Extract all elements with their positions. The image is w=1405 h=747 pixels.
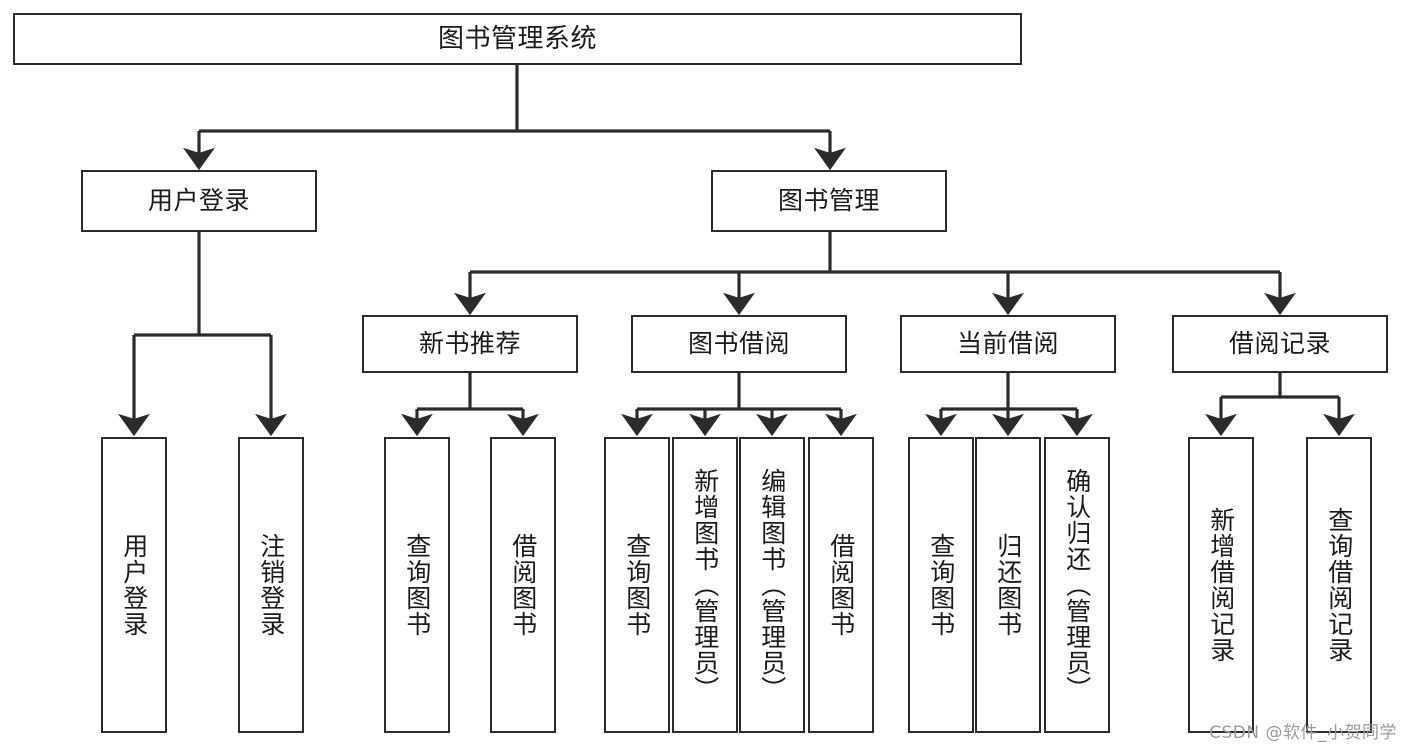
leaf-label: 查询图书 xyxy=(402,533,432,637)
leaf-logout[interactable]: 注销登录 xyxy=(238,437,304,733)
leaf-label: 借阅图书 xyxy=(826,533,856,637)
leaf-label: 借阅图书 xyxy=(508,533,538,637)
node-book-management[interactable]: 图书管理 xyxy=(711,170,947,232)
leaf-borrow-book-recommend[interactable]: 借阅图书 xyxy=(490,437,556,733)
leaf-add-book-admin[interactable]: 新增图书（管理员） xyxy=(672,437,738,733)
leaf-edit-book-admin[interactable]: 编辑图书（管理员） xyxy=(739,437,805,733)
leaf-label: 查询借阅记录 xyxy=(1324,507,1354,663)
node-user-login[interactable]: 用户登录 xyxy=(81,170,317,232)
leaf-label: 确认归还（管理员） xyxy=(1062,468,1092,702)
leaf-user-login[interactable]: 用户登录 xyxy=(101,437,167,733)
leaf-query-book-current[interactable]: 查询图书 xyxy=(908,437,974,733)
leaf-add-borrow-record[interactable]: 新增借阅记录 xyxy=(1188,437,1254,733)
leaf-query-borrow-record[interactable]: 查询借阅记录 xyxy=(1306,437,1372,733)
leaf-return-book[interactable]: 归还图书 xyxy=(975,437,1041,733)
leaf-query-book-borrow[interactable]: 查询图书 xyxy=(604,437,670,733)
leaf-label: 注销登录 xyxy=(256,533,286,637)
leaf-label: 新增图书（管理员） xyxy=(690,468,720,702)
leaf-borrow-book[interactable]: 借阅图书 xyxy=(808,437,874,733)
leaf-query-book-recommend[interactable]: 查询图书 xyxy=(384,437,450,733)
leaf-label: 用户登录 xyxy=(119,533,149,637)
node-book-borrow[interactable]: 图书借阅 xyxy=(631,315,847,373)
leaf-label: 查询图书 xyxy=(622,533,652,637)
leaf-label: 查询图书 xyxy=(926,533,956,637)
leaf-confirm-return-admin[interactable]: 确认归还（管理员） xyxy=(1044,437,1110,733)
node-borrow-record[interactable]: 借阅记录 xyxy=(1172,315,1388,373)
leaf-label: 归还图书 xyxy=(993,533,1023,637)
leaf-label: 新增借阅记录 xyxy=(1206,507,1236,663)
csdn-watermark: CSDN @软件_小贺同学 xyxy=(1209,723,1397,743)
node-root-system[interactable]: 图书管理系统 xyxy=(13,13,1022,65)
leaf-label: 编辑图书（管理员） xyxy=(757,468,787,702)
node-current-borrow[interactable]: 当前借阅 xyxy=(900,315,1116,373)
node-new-book-recommend[interactable]: 新书推荐 xyxy=(362,315,578,373)
